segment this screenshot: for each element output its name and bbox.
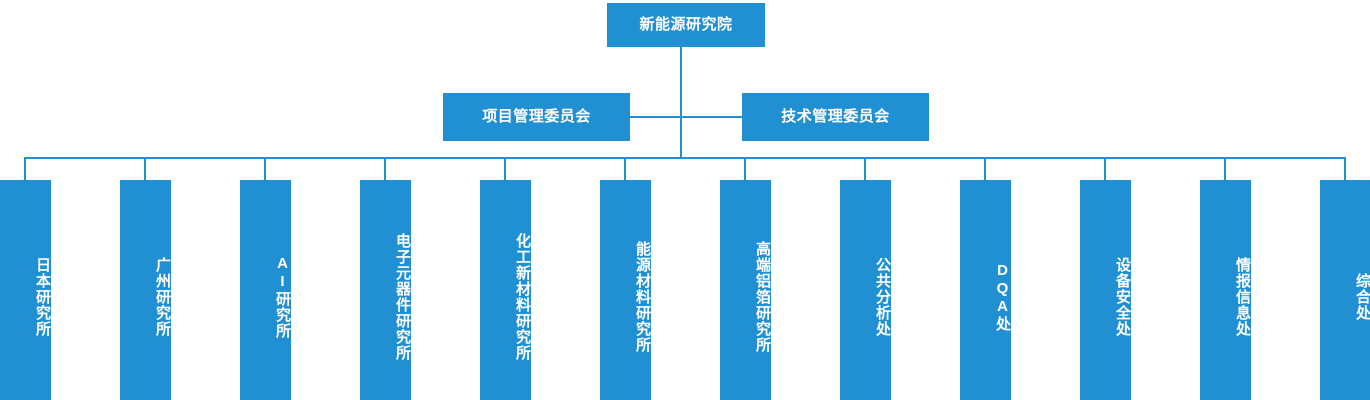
- node-committee-project-management[interactable]: 项目管理委员会: [443, 93, 630, 141]
- connector-drop-11: [1224, 157, 1226, 180]
- node-department-public-analysis-office[interactable]: 公共分析处: [840, 180, 891, 400]
- connector-drop-1: [24, 157, 26, 180]
- connector-drop-5: [504, 157, 506, 180]
- connector-committees: [630, 116, 742, 118]
- node-department-equipment-safety-office[interactable]: 设备安全处: [1080, 180, 1131, 400]
- connector-drop-3: [264, 157, 266, 180]
- node-department-intelligence-information-office[interactable]: 情报信息处: [1200, 180, 1251, 400]
- connector-root-spine: [680, 47, 682, 159]
- connector-drop-9: [984, 157, 986, 180]
- connector-drop-2: [144, 157, 146, 180]
- node-department-electronic-components-research-institute[interactable]: 电子元器件研究所: [360, 180, 411, 400]
- node-department-guangzhou-research-institute[interactable]: 广州研究所: [120, 180, 171, 400]
- node-root[interactable]: 新能源研究院: [607, 3, 765, 47]
- node-committee-technical-management[interactable]: 技术管理委员会: [742, 93, 929, 141]
- node-department-japan-research-institute[interactable]: 日本研究所: [0, 180, 51, 400]
- node-department-general-affairs-office[interactable]: 综合处: [1320, 180, 1370, 400]
- connector-department-bus: [24, 157, 1346, 159]
- node-department-chemical-new-materials-research-institute[interactable]: 化工新材料研究所: [480, 180, 531, 400]
- connector-drop-8: [864, 157, 866, 180]
- connector-drop-12: [1344, 157, 1346, 180]
- connector-drop-7: [744, 157, 746, 180]
- connector-drop-10: [1104, 157, 1106, 180]
- connector-drop-4: [384, 157, 386, 180]
- node-department-dqa-office[interactable]: DQA处: [960, 180, 1011, 400]
- node-department-energy-materials-research-institute[interactable]: 能源材料研究所: [600, 180, 651, 400]
- node-department-ai-research-institute[interactable]: AI研究所: [240, 180, 291, 400]
- node-department-high-end-aluminum-foil-research-institute[interactable]: 高端铝箔研究所: [720, 180, 771, 400]
- connector-drop-6: [624, 157, 626, 180]
